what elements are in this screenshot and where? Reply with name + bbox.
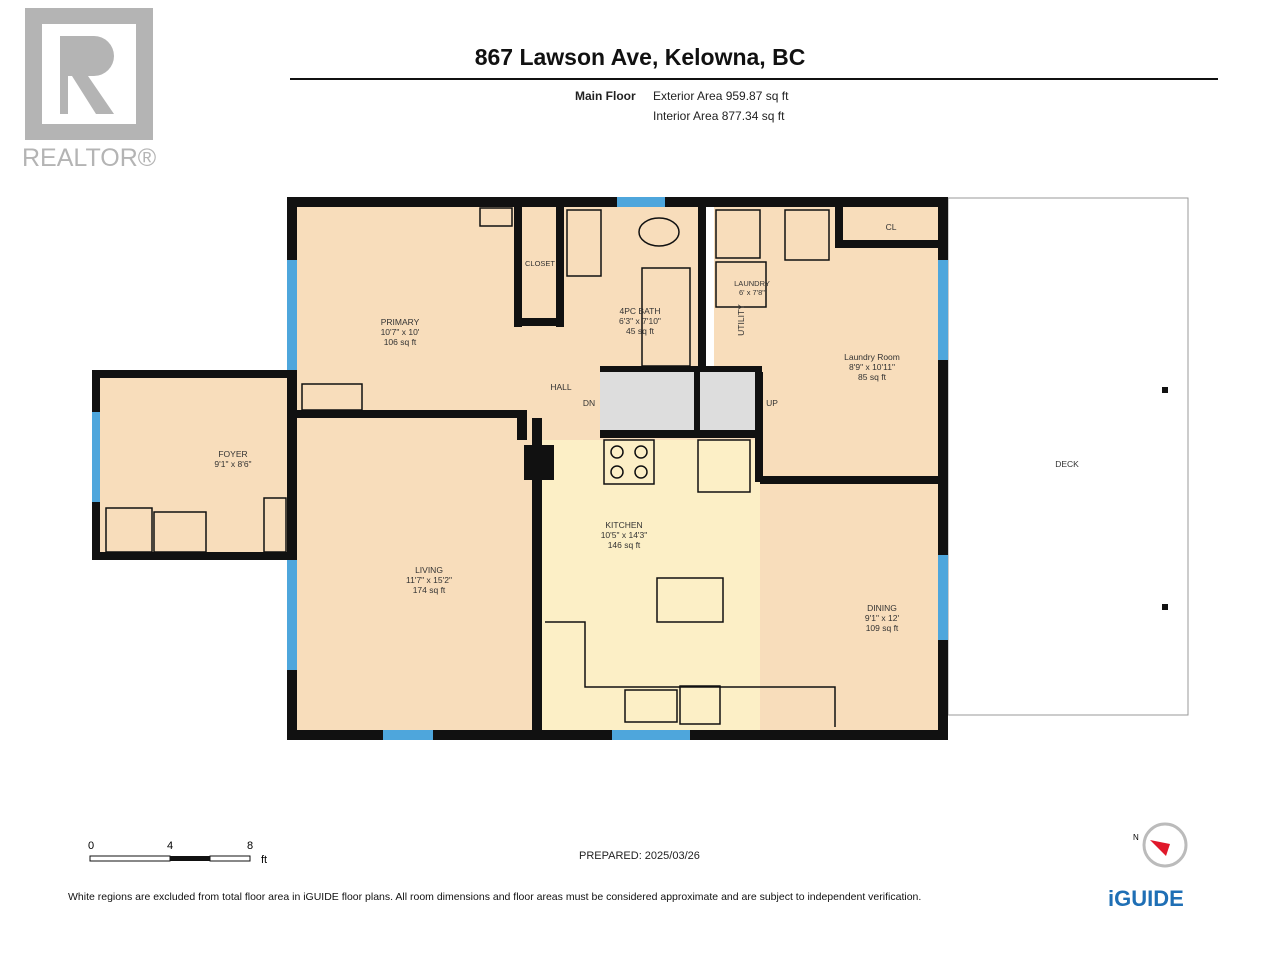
svg-text:10'7" x 10': 10'7" x 10' — [381, 327, 420, 337]
svg-text:DECK: DECK — [1055, 459, 1079, 469]
svg-text:FOYER: FOYER — [218, 449, 247, 459]
svg-text:174 sq ft: 174 sq ft — [413, 585, 446, 595]
svg-text:Laundry Room: Laundry Room — [844, 352, 900, 362]
foyer-floor — [96, 374, 296, 556]
svg-text:11'7" x 15'2": 11'7" x 15'2" — [406, 575, 452, 585]
svg-text:10'5" x 14'3": 10'5" x 14'3" — [601, 530, 648, 540]
svg-text:LIVING: LIVING — [415, 565, 443, 575]
svg-text:UTILITY: UTILITY — [736, 304, 746, 336]
svg-text:KITCHEN: KITCHEN — [605, 520, 642, 530]
svg-text:N: N — [1133, 833, 1139, 842]
svg-text:CLOSET: CLOSET — [525, 259, 555, 268]
svg-text:45 sq ft: 45 sq ft — [626, 326, 655, 336]
prepared-date: PREPARED: 2025/03/26 — [579, 850, 700, 862]
realtor-logo: REALTOR® — [22, 8, 157, 172]
stairs — [600, 368, 762, 430]
title-divider — [290, 78, 1218, 80]
svg-text:106 sq ft: 106 sq ft — [384, 337, 417, 347]
svg-text:6'3" x 7'10": 6'3" x 7'10" — [619, 316, 661, 326]
svg-text:PRIMARY: PRIMARY — [381, 317, 420, 327]
svg-text:REALTOR®: REALTOR® — [22, 144, 157, 172]
svg-text:4: 4 — [167, 840, 173, 852]
svg-text:4PC BATH: 4PC BATH — [620, 306, 661, 316]
svg-text:85 sq ft: 85 sq ft — [858, 372, 887, 382]
svg-text:UP: UP — [766, 398, 778, 408]
compass-icon: N — [1133, 822, 1188, 868]
svg-text:6' x 7'8": 6' x 7'8" — [739, 288, 765, 297]
svg-text:CL: CL — [886, 222, 897, 232]
deck — [947, 197, 1189, 716]
svg-text:LAUNDRY: LAUNDRY — [734, 279, 770, 288]
page-title: 867 Lawson Ave, Kelowna, BC — [474, 44, 806, 70]
svg-text:0: 0 — [88, 840, 94, 852]
svg-text:DN: DN — [583, 398, 595, 408]
floor-name: Main Floor — [575, 89, 636, 103]
interior-area: Interior Area 877.34 sq ft — [653, 109, 785, 123]
svg-text:146 sq ft: 146 sq ft — [608, 540, 641, 550]
svg-text:ft: ft — [261, 854, 267, 866]
svg-text:109 sq ft: 109 sq ft — [866, 623, 899, 633]
svg-text:HALL: HALL — [550, 382, 572, 392]
svg-text:9'1" x 8'6": 9'1" x 8'6" — [214, 459, 251, 469]
iguide-logo: iGUIDE — [1108, 886, 1184, 911]
exterior-area: Exterior Area 959.87 sq ft — [653, 89, 789, 103]
svg-text:8: 8 — [247, 840, 253, 852]
svg-text:DINING: DINING — [867, 603, 897, 613]
svg-text:9'1" x 12': 9'1" x 12' — [865, 613, 900, 623]
scale-bar: 0 4 8 ft — [88, 840, 267, 866]
disclaimer: White regions are excluded from total fl… — [68, 891, 922, 903]
svg-text:8'9" x 10'11": 8'9" x 10'11" — [849, 362, 895, 372]
